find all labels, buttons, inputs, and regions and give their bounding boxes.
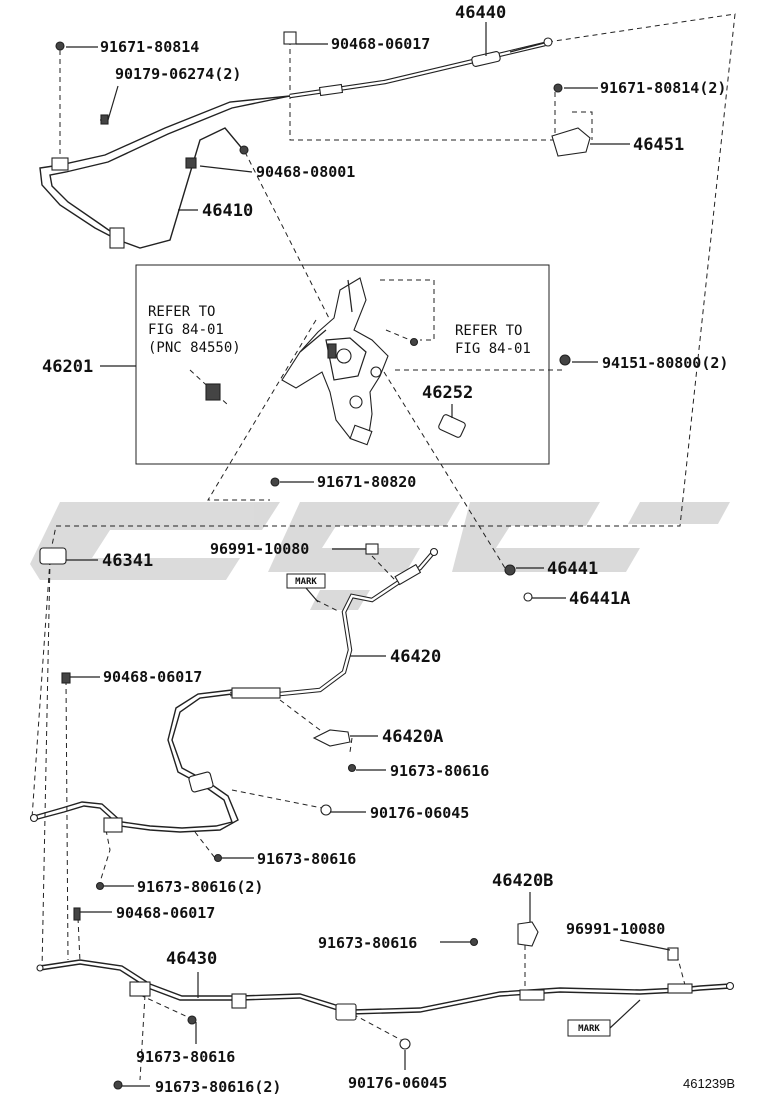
clamp-46420A xyxy=(312,729,351,747)
label-91673-80616-b: 91673-80616 xyxy=(257,850,356,868)
cable-end-fitting xyxy=(543,37,553,47)
leader-lines xyxy=(66,22,671,1087)
fasteners-top xyxy=(55,31,591,366)
cable-46420-bracket xyxy=(103,817,123,833)
label-91671-80814: 91671-80814 xyxy=(100,38,199,56)
switch-clip xyxy=(205,383,221,401)
cable-46440 xyxy=(39,37,553,249)
label-90179-06274: 90179-06274(2) xyxy=(115,65,241,83)
label-46420A: 46420A xyxy=(382,727,443,747)
cable-46420 xyxy=(29,547,439,891)
refer-left-line-3: (PNC 84550) xyxy=(148,340,241,356)
cable-46420-adjuster xyxy=(394,563,422,586)
cable-46430 xyxy=(36,907,735,1090)
cable-retainer xyxy=(185,157,197,169)
pedal-pad-46252 xyxy=(438,414,466,438)
label-46252: 46252 xyxy=(422,383,473,403)
svg-text:MARK: MARK xyxy=(295,577,317,587)
cable-46430-clip xyxy=(231,993,247,1009)
cable-46420-clamp xyxy=(188,771,214,793)
cable-46430-guide xyxy=(129,981,151,997)
label-96991-10080-top: 96991-10080 xyxy=(210,540,309,558)
dashed-routing-lines xyxy=(31,13,736,1081)
label-46420: 46420 xyxy=(390,647,441,667)
label-91673-80616-e: 91673-80616 xyxy=(136,1048,235,1066)
parking-brake-pedal-assembly xyxy=(205,277,466,446)
cable-end-rod xyxy=(318,83,344,97)
label-46341: 46341 xyxy=(102,551,153,571)
cable-46420-sleeve xyxy=(231,687,281,699)
cable-bracket xyxy=(109,227,125,249)
cable-adjuster xyxy=(471,51,501,67)
label-91673-80616-2-mid: 91673-80616(2) xyxy=(137,878,263,896)
label-90468-08001: 90468-08001 xyxy=(256,163,355,181)
cable-46430-adjuster xyxy=(667,983,693,994)
mark-tag-lower: MARK xyxy=(567,999,641,1037)
diagram-id: 461239B xyxy=(683,1076,735,1091)
label-46430: 46430 xyxy=(166,949,217,969)
label-91671-80814-2: 91671-80814(2) xyxy=(600,79,726,97)
cable-clip xyxy=(51,157,69,171)
label-94151-80800: 94151-80800(2) xyxy=(602,354,728,372)
bracket-46420B xyxy=(517,921,539,947)
refer-right-line-1: REFER TO xyxy=(455,323,522,339)
label-91673-80616-2-bottom: 91673-80616(2) xyxy=(155,1078,281,1096)
label-90468-06017-bottom: 90468-06017 xyxy=(116,904,215,922)
label-46201: 46201 xyxy=(42,357,93,377)
label-90468-06017-mid: 90468-06017 xyxy=(103,668,202,686)
label-91671-80820: 91671-80820 xyxy=(317,473,416,491)
part-labels: 46440 91671-80814 90468-06017 90179-0627… xyxy=(42,3,735,1096)
equalizer-bracket-46451 xyxy=(551,127,591,157)
svg-text:MARK: MARK xyxy=(578,1024,600,1034)
label-46441: 46441 xyxy=(547,559,598,579)
label-46441A: 46441A xyxy=(569,589,630,609)
label-90176-06045-mid: 90176-06045 xyxy=(370,804,469,822)
label-96991-10080-bottom: 96991-10080 xyxy=(566,920,665,938)
fasteners-mid xyxy=(39,477,533,602)
inset-box xyxy=(135,264,550,465)
label-90176-06045-bottom: 90176-06045 xyxy=(348,1074,447,1092)
label-91673-80616-a: 91673-80616 xyxy=(390,762,489,780)
refer-left-line-2: FIG 84-01 xyxy=(148,322,224,338)
cable-46430-bracket xyxy=(335,1003,357,1021)
label-90468-06017-top: 90468-06017 xyxy=(331,35,430,53)
label-46410: 46410 xyxy=(202,201,253,221)
label-91673-80616-d: 91673-80616 xyxy=(318,934,417,952)
label-46440: 46440 xyxy=(455,3,506,23)
cable-guide-46341 xyxy=(39,547,67,565)
label-46420B: 46420B xyxy=(492,871,553,891)
refer-left-line-1: REFER TO xyxy=(148,304,215,320)
refer-right-line-2: FIG 84-01 xyxy=(455,341,531,357)
cable-46430-sleeve xyxy=(519,989,545,1001)
label-46451: 46451 xyxy=(633,135,684,155)
mark-tag-upper: MARK xyxy=(286,573,326,603)
